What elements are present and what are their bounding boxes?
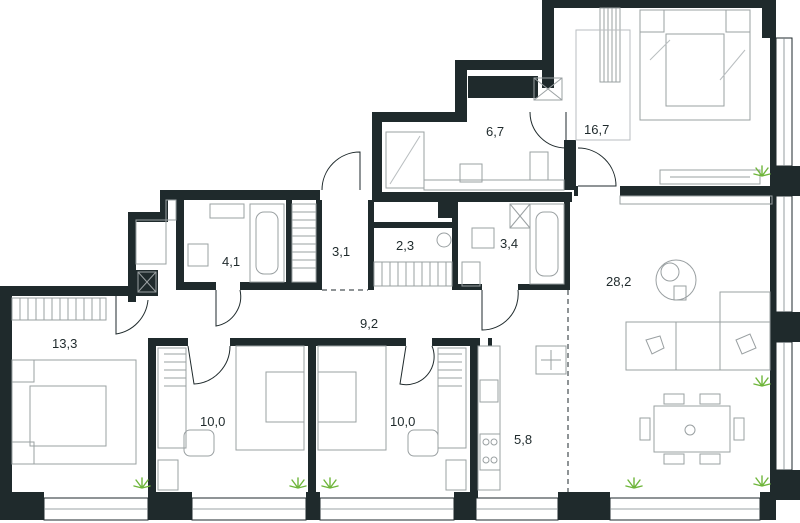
- area-bathroom-left: 4,1: [222, 254, 240, 269]
- windows: [43, 37, 793, 521]
- area-storage-laundry: 2,3: [396, 238, 414, 253]
- area-wc-small: 3,4: [500, 236, 518, 251]
- plant-icon: [133, 165, 771, 489]
- area-kitchen: 5,8: [514, 432, 532, 447]
- fixtures: [11, 7, 773, 491]
- area-hallway: 9,2: [360, 316, 378, 331]
- room-labels: 16,7 6,7 4,1 3,1 2,3 3,4 28,2 13,3 9,2 1…: [52, 122, 631, 447]
- area-bedroom-left: 13,3: [52, 336, 77, 351]
- area-bedroom-child-2: 10,0: [390, 414, 415, 429]
- area-living-kitchen: 28,2: [606, 274, 631, 289]
- area-bedroom-child-1: 10,0: [200, 414, 225, 429]
- area-bedroom-top-right: 16,7: [584, 122, 609, 137]
- doors: [115, 111, 617, 386]
- area-bathroom-top: 6,7: [486, 124, 504, 139]
- area-wardrobe-center: 3,1: [332, 244, 350, 259]
